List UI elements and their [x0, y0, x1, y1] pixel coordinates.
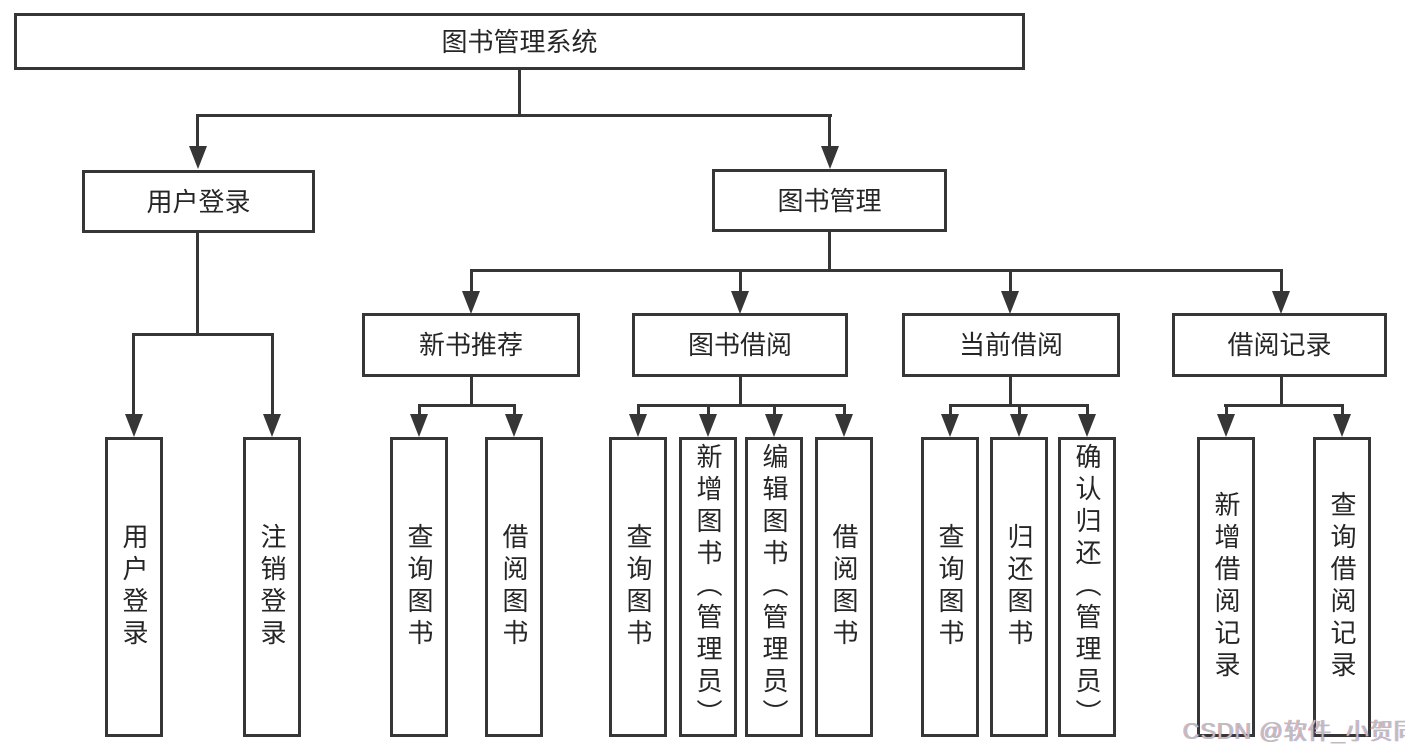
leaf-current-return-books: 归还图书	[990, 437, 1048, 737]
connector-recommend-stem	[470, 375, 473, 406]
connector-leaf-login-shaft	[132, 333, 135, 416]
node-user-login: 用户登录	[82, 170, 315, 233]
connector-borrow-bar	[637, 404, 846, 407]
node-borrow-records: 借阅记录	[1172, 313, 1387, 377]
connector-leaf-shaft	[418, 404, 421, 417]
leaf-current-query-books: 查询图书	[921, 437, 979, 737]
connector-borrow-stem	[739, 375, 742, 406]
arrow-to-recommend-icon	[462, 291, 480, 314]
leaf-borrow-borrow-books: 借阅图书	[815, 437, 873, 737]
arrow-leaf-icon	[1010, 414, 1028, 437]
leaf-records-query-record: 查询借阅记录	[1313, 437, 1371, 737]
connector-to-current-shaft	[1009, 269, 1012, 294]
connector-records-bar	[1224, 404, 1344, 407]
arrow-leaf-icon	[1333, 414, 1351, 437]
connector-level2-bar	[470, 269, 1282, 272]
arrow-leaf-icon	[699, 414, 717, 437]
arrow-to-book-management-icon	[821, 146, 839, 169]
leaf-borrow-edit-books-admin: 编辑图书（管理员）	[745, 437, 803, 737]
connector-user-login-bar	[132, 333, 274, 336]
arrow-leaf-icon	[410, 414, 428, 437]
connector-recommend-bar	[418, 404, 516, 407]
connector-book-management-stem	[828, 230, 831, 272]
connector-level1-bar	[196, 114, 832, 117]
leaf-borrow-add-books-admin: 新增图书（管理员）	[679, 437, 737, 737]
arrow-leaf-icon	[1217, 414, 1235, 437]
connector-leaf-logout-shaft	[271, 333, 274, 416]
connector-to-user-login-shaft	[196, 114, 199, 148]
connector-to-records-shaft	[1280, 269, 1283, 294]
node-book-management: 图书管理	[712, 169, 947, 232]
arrow-to-borrow-icon	[731, 291, 749, 314]
node-book-borrow: 图书借阅	[632, 313, 848, 377]
connector-leaf-shaft	[637, 404, 640, 417]
node-current-borrow: 当前借阅	[902, 313, 1120, 377]
connector-user-login-stem	[196, 231, 199, 336]
arrow-to-user-login-icon	[189, 146, 207, 169]
connector-to-borrow-shaft	[739, 269, 742, 294]
arrow-leaf-logout-icon	[263, 414, 281, 437]
connector-leaf-shaft	[707, 404, 710, 417]
leaf-records-add-record: 新增借阅记录	[1197, 437, 1255, 737]
connector-root-stem	[518, 69, 521, 117]
leaf-user-login: 用户登录	[105, 437, 163, 737]
arrow-leaf-icon	[835, 414, 853, 437]
connector-current-stem	[1009, 375, 1012, 406]
leaf-borrow-query-books: 查询图书	[609, 437, 667, 737]
connector-to-recommend-shaft	[470, 269, 473, 294]
connector-leaf-shaft	[1086, 404, 1089, 417]
connector-leaf-shaft	[949, 404, 952, 417]
connector-leaf-shaft	[1018, 404, 1021, 417]
connector-leaf-shaft	[1341, 404, 1344, 417]
arrow-leaf-login-icon	[125, 414, 143, 437]
node-new-book-recommend: 新书推荐	[362, 313, 580, 377]
csdn-watermark: CSDN @软件_小贺同学	[1183, 718, 1405, 744]
leaf-recommend-query-books: 查询图书	[390, 437, 448, 737]
node-library-system: 图书管理系统	[14, 13, 1025, 70]
arrow-to-current-icon	[1001, 291, 1019, 314]
leaf-current-confirm-return-admin: 确认归还（管理员）	[1058, 437, 1116, 737]
arrow-leaf-icon	[941, 414, 959, 437]
connector-leaf-shaft	[1225, 404, 1228, 417]
connector-records-stem	[1280, 375, 1283, 406]
connector-to-book-management-shaft	[828, 114, 831, 148]
arrow-to-records-icon	[1272, 291, 1290, 314]
connector-leaf-shaft	[773, 404, 776, 417]
connector-leaf-shaft	[513, 404, 516, 417]
arrow-leaf-icon	[765, 414, 783, 437]
arrow-leaf-icon	[629, 414, 647, 437]
leaf-logout: 注销登录	[243, 437, 301, 737]
connector-leaf-shaft	[843, 404, 846, 417]
arrow-leaf-icon	[505, 414, 523, 437]
leaf-recommend-borrow-books: 借阅图书	[485, 437, 543, 737]
arrow-leaf-icon	[1078, 414, 1096, 437]
